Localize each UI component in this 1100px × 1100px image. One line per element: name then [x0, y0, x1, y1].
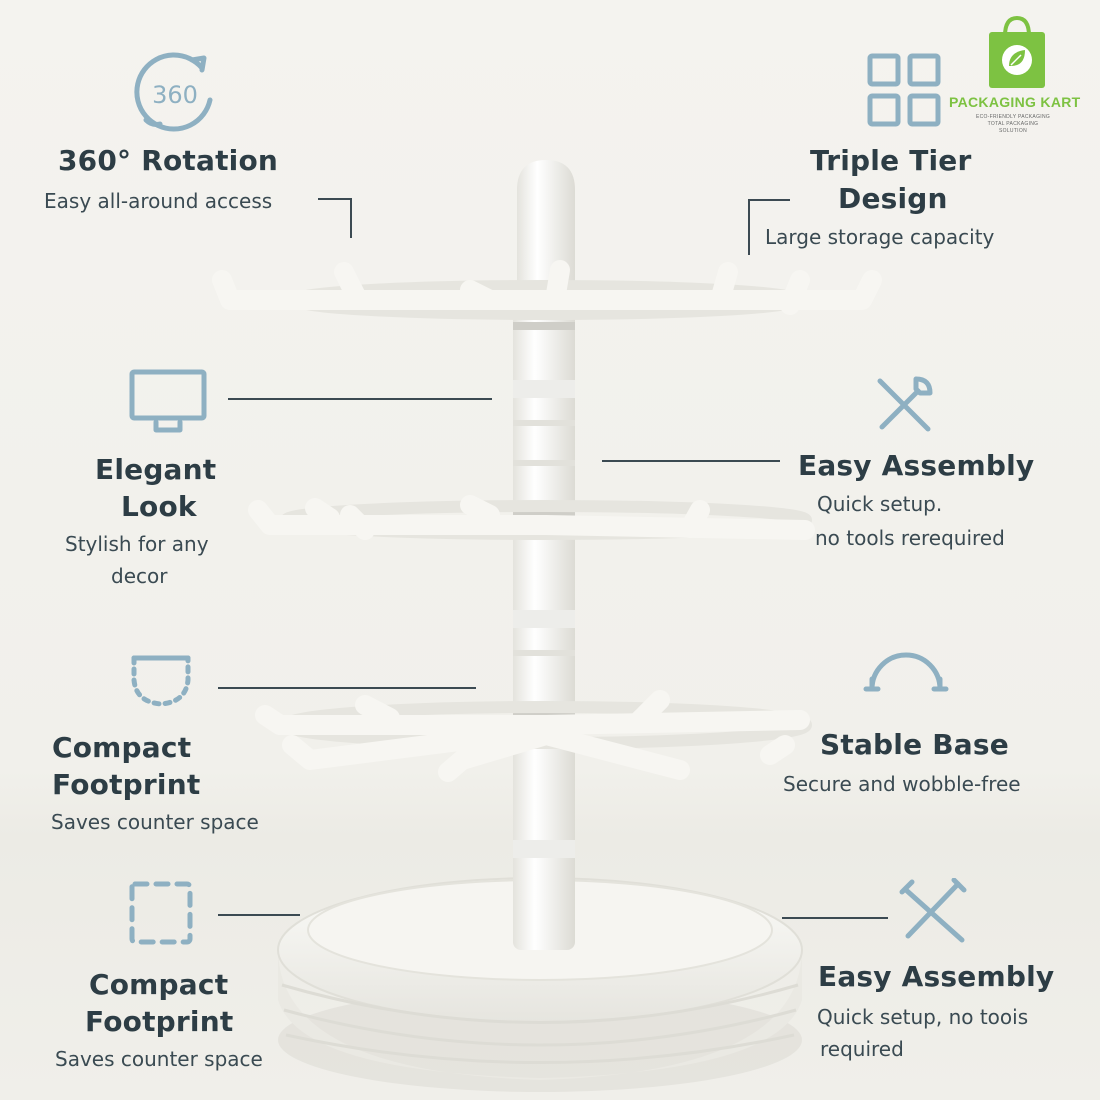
top-tier: [212, 260, 882, 320]
feature-stable-subtitle: Secure and wobble-free: [783, 772, 1021, 796]
feature-compact1-title-line1: Compact: [52, 731, 192, 764]
grid-icon: [866, 52, 942, 128]
brand-logo: PACKAGING KART ECO-FRIENDLY PACKAGING TO…: [945, 14, 1080, 134]
feature-triple-subtitle: Large storage capacity: [765, 225, 995, 249]
tools-icon: [898, 878, 970, 946]
feature-elegant-subtitle-line1: Stylish for any: [65, 532, 209, 556]
shopping-bag-icon: [989, 15, 1045, 88]
feature-rotation-title: 360° Rotation: [58, 144, 279, 177]
connector-line: [218, 914, 300, 916]
feature-elegant-title-line1: Elegant: [95, 453, 217, 486]
feature-compact2-subtitle: Saves counter space: [55, 1047, 263, 1071]
feature-triple-title-line1: Triple Tier: [810, 144, 972, 177]
feature-stable-title: Stable Base: [820, 728, 1009, 761]
connector-line: [318, 198, 350, 200]
feature-rotation-subtitle: Easy all-around access: [44, 189, 273, 213]
rotate-360-icon: 360: [132, 50, 218, 136]
monitor-icon: [128, 368, 208, 436]
feature-compact1-subtitle: Saves counter space: [51, 810, 259, 834]
connector-line: [350, 198, 352, 238]
footprint-icon: [128, 652, 194, 710]
brand-name: PACKAGING KART: [949, 94, 1081, 110]
feature-assembly1-title: Easy Assembly: [798, 449, 1035, 482]
feature-compact2-title-line1: Compact: [89, 968, 229, 1001]
dashed-square-icon: [128, 880, 196, 948]
tools-icon: [872, 373, 936, 437]
feature-triple-title-line2: Design: [838, 182, 948, 215]
connector-line: [748, 199, 750, 255]
feature-assembly2-title: Easy Assembly: [818, 960, 1055, 993]
connector-line: [602, 460, 780, 462]
connector-line: [228, 398, 492, 400]
feature-assembly1-subtitle-line2: no tools rerequired: [815, 526, 1005, 550]
feature-elegant-title-line2: Look: [121, 490, 197, 523]
connector-line: [748, 199, 790, 201]
feature-assembly1-subtitle-line1: Quick setup.: [817, 492, 943, 516]
brand-tagline-2: TOTAL PACKAGING SOLUTION: [987, 121, 1039, 134]
feature-elegant-subtitle-line2: decor: [111, 564, 168, 588]
bottom-tier: [255, 690, 812, 782]
feature-assembly2-subtitle-line2: required: [820, 1037, 904, 1061]
brand-tagline-1: ECO-FRIENDLY PACKAGING: [975, 114, 1051, 120]
rotate-360-label: 360: [152, 81, 198, 109]
feature-compact1-title-line2: Footprint: [52, 768, 201, 801]
connector-line: [782, 917, 888, 919]
feature-assembly2-subtitle-line1: Quick setup, no toois: [817, 1005, 1029, 1029]
feature-compact2-title-line2: Footprint: [85, 1005, 234, 1038]
arc-base-icon: [862, 645, 950, 697]
middle-tier: [248, 495, 815, 540]
connector-line: [218, 687, 476, 689]
